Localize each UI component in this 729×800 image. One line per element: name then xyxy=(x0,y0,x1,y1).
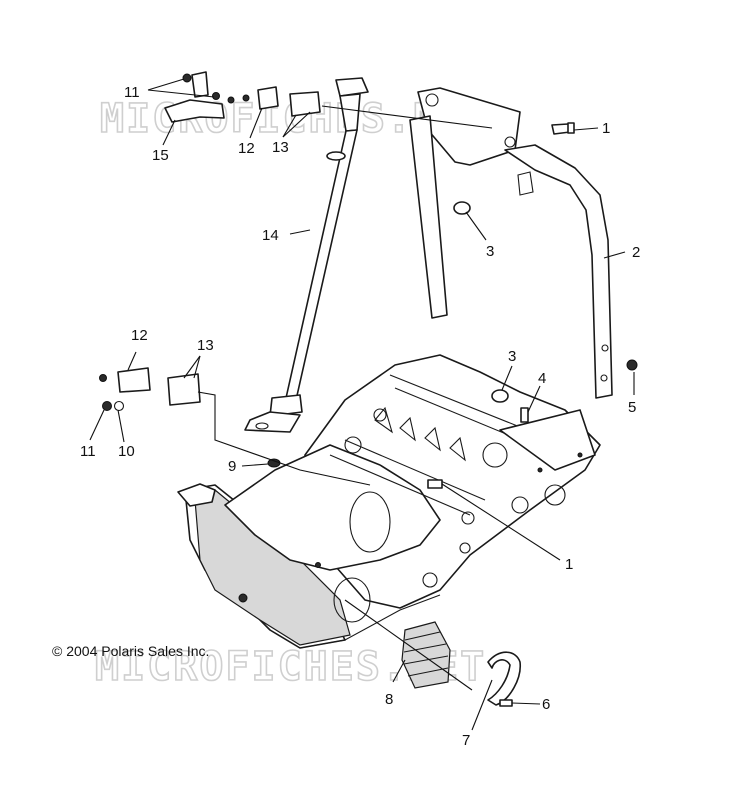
callout-10: 10 xyxy=(118,443,135,460)
callout-12-top: 12 xyxy=(238,140,255,157)
retainer-ring-7 xyxy=(487,651,521,706)
nut-11-mid xyxy=(102,401,112,411)
callout-5: 5 xyxy=(628,399,636,416)
bolt-1-mid xyxy=(427,479,443,489)
callout-1-mid: 1 xyxy=(565,556,573,573)
callout-14: 14 xyxy=(262,227,279,244)
clip-3-mid xyxy=(491,389,509,403)
callout-3-top: 3 xyxy=(486,243,494,260)
bushing-12-top xyxy=(242,86,279,110)
callout-9: 9 xyxy=(228,458,236,475)
callout-7: 7 xyxy=(462,732,470,749)
callout-2: 2 xyxy=(632,244,640,261)
leader-lines xyxy=(89,78,635,731)
washer-10 xyxy=(113,400,125,412)
steering-bracket-15 xyxy=(164,71,235,123)
callout-12-mid: 12 xyxy=(131,327,148,344)
callout-11-top: 11 xyxy=(124,84,140,101)
callout-3-mid: 3 xyxy=(508,348,516,365)
washer-9 xyxy=(267,458,281,468)
callout-labels: 11 15 12 13 14 1 2 3 12 13 11 10 3 4 5 9… xyxy=(80,84,640,749)
bushing-13-mid xyxy=(167,373,201,406)
bushing-12-mid xyxy=(99,367,151,393)
callout-15: 15 xyxy=(152,147,169,164)
bushing-13-top xyxy=(289,91,321,117)
chassis-frame xyxy=(177,354,601,649)
steering-post xyxy=(244,77,369,433)
steering-boot-8 xyxy=(401,621,451,689)
callout-13-top: 13 xyxy=(272,139,289,156)
clip-3-top xyxy=(453,201,471,215)
callout-11-mid: 11 xyxy=(80,443,96,460)
copyright-notice: © 2004 Polaris Sales Inc. xyxy=(52,643,209,659)
steering-support xyxy=(409,87,613,399)
nut-5 xyxy=(626,359,638,371)
callout-13-mid: 13 xyxy=(197,337,214,354)
callout-6: 6 xyxy=(542,696,550,713)
screw-6 xyxy=(499,699,513,707)
bolt-4 xyxy=(520,407,529,423)
callout-1-top: 1 xyxy=(602,120,610,137)
bolt-1-top xyxy=(551,122,575,135)
callout-8: 8 xyxy=(385,691,393,708)
callout-4: 4 xyxy=(538,370,546,387)
